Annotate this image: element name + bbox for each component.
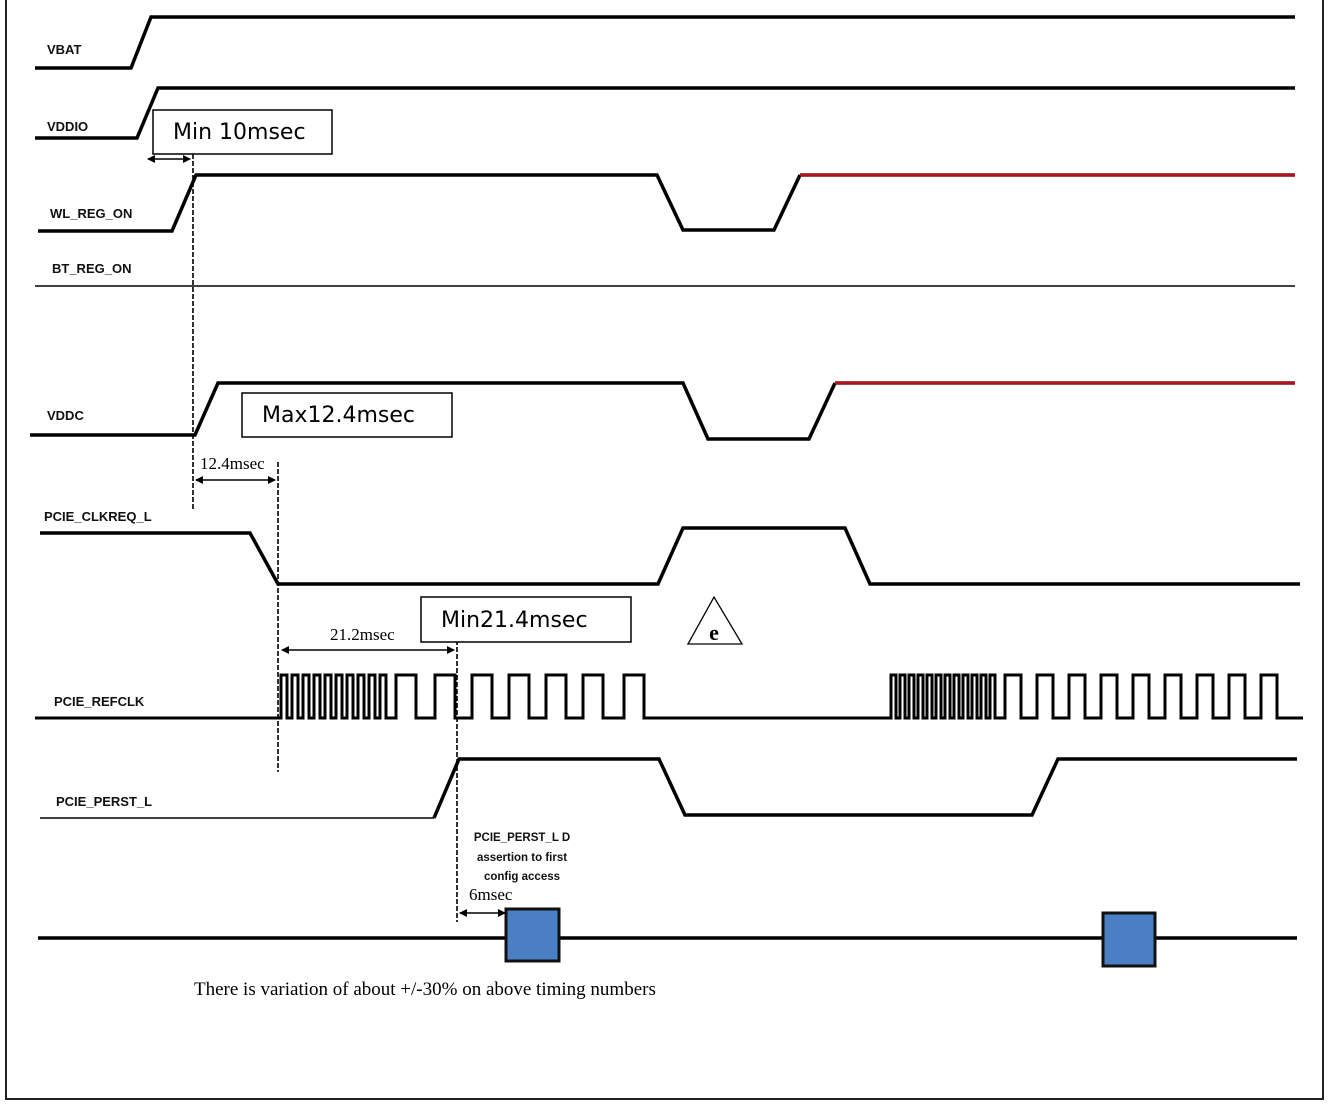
triangle-marker-letter: e — [709, 620, 719, 645]
waveform-pcie-perst-l — [432, 757, 1297, 819]
dimension-label-12-4msec: 12.4msec — [200, 454, 265, 473]
waveform-pcie-refclk — [35, 673, 1303, 720]
waveform-vbat — [35, 15, 1295, 70]
callout-box-min-21-4msec — [420, 596, 632, 643]
label-vddc: VDDC — [47, 408, 84, 423]
label-pcie-perst-l: PCIE_PERST_L — [56, 794, 152, 809]
dimension-label-6msec: 6msec — [469, 885, 513, 904]
label-pcie-refclk: PCIE_REFCLK — [54, 694, 145, 709]
waveform-vddio — [35, 86, 1295, 140]
dimension-label-21-2msec: 21.2msec — [330, 625, 395, 644]
label-vddio: VDDIO — [47, 119, 88, 134]
triangle-marker-icon — [686, 595, 744, 645]
label-wl-reg-on: WL_REG_ON — [50, 206, 132, 221]
config-access-event-1 — [504, 907, 561, 963]
config-access-event-2 — [1101, 911, 1157, 968]
label-bt-reg-on: BT_REG_ON — [52, 261, 131, 276]
waveform-pcie-clkreq-l — [40, 526, 1300, 586]
footnote: There is variation of about +/-30% on ab… — [194, 979, 656, 1000]
waveform-wl-reg-on — [38, 173, 802, 233]
callout-box-min-10msec — [152, 109, 333, 155]
callout-box-max-12-4msec — [241, 392, 453, 438]
label-vbat: VBAT — [47, 42, 81, 57]
callout-max-12-4msec: Max12.4msec — [262, 403, 415, 428]
label-pcie-clkreq-l: PCIE_CLKREQ_L — [44, 509, 152, 524]
note-perst-line2: assertion to first — [477, 852, 567, 864]
waveform-vddc — [30, 381, 837, 441]
diagram-frame — [5, 0, 1324, 1100]
callout-min-10msec: Min 10msec — [173, 120, 306, 145]
note-perst-line3: config access — [484, 871, 560, 883]
callout-min-21-4msec: Min21.4msec — [441, 608, 588, 633]
note-perst-line1: PCIE_PERST_L D — [474, 832, 570, 844]
